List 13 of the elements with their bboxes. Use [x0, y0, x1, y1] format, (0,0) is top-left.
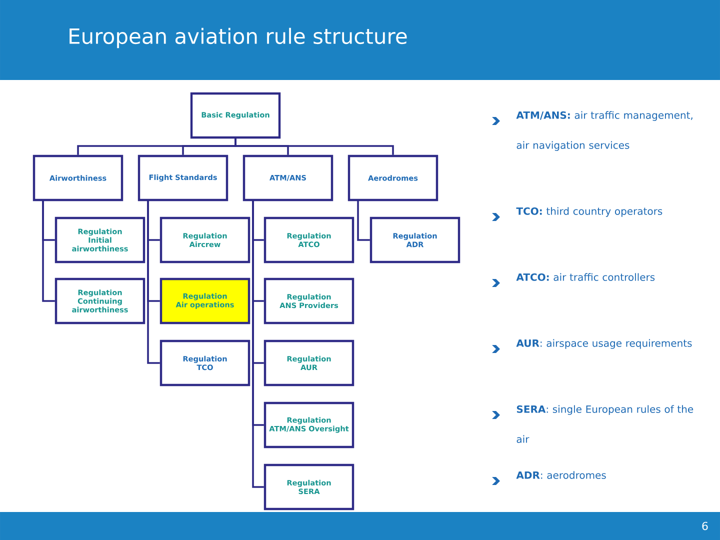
connector-line: [147, 200, 160, 364]
title: European aviation rule structure: [70, 28, 407, 48]
bullet-text: ATM/ANS: air traffic management, air navigation services: [516, 111, 692, 151]
bullet-text: ADR: aerodromes: [516, 471, 606, 479]
connector-line: [357, 200, 370, 241]
page-number: 6: [702, 522, 708, 530]
bullet-text: TCO: third country operators: [516, 207, 662, 217]
connector-line: [234, 138, 394, 155]
bullet-text: SERA: single European rules of the air: [516, 405, 694, 443]
connector-line: [252, 200, 264, 488]
bullet-text: AUR: airspace usage requirements: [516, 339, 692, 349]
bullet-text: ATCO: air traffic controllers: [516, 273, 655, 281]
connector-line: [42, 200, 55, 302]
